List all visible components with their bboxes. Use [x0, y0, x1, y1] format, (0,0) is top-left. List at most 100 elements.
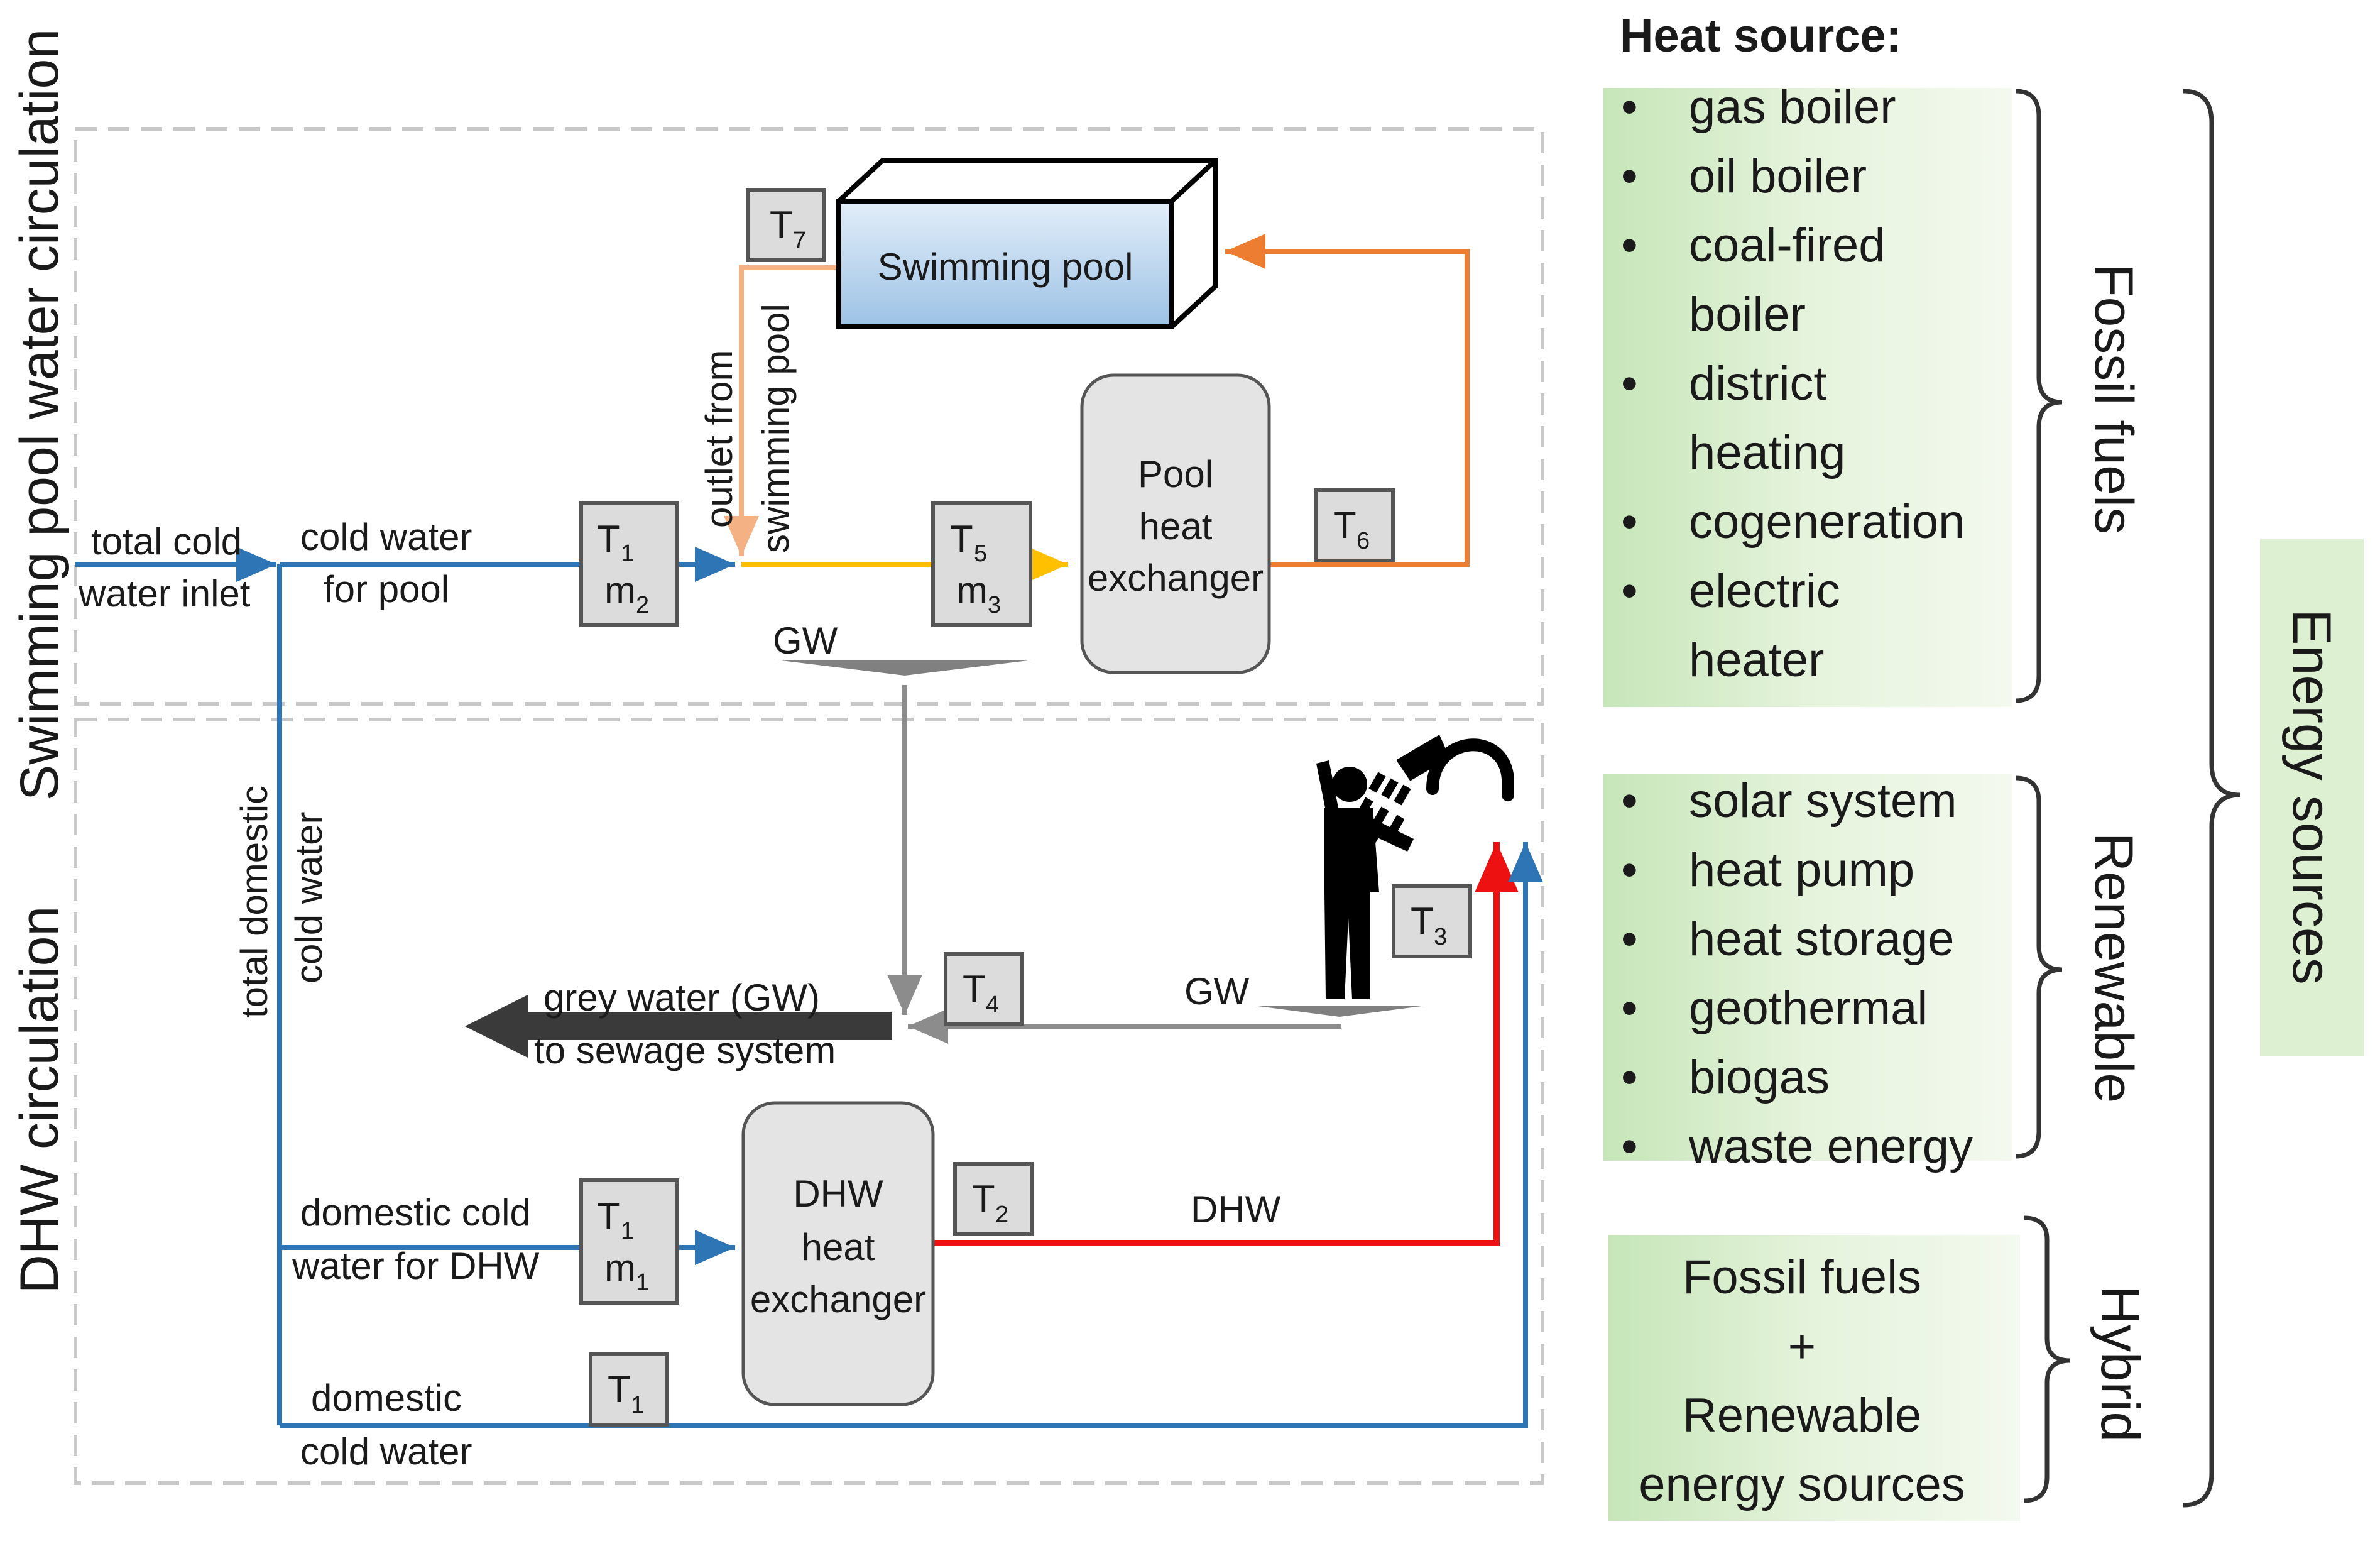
sewage-arrow-head: [465, 995, 528, 1058]
renewable-bullet-4: •: [1621, 1051, 1638, 1104]
fossil-bullet-1: •: [1621, 150, 1638, 203]
svg-text:2: 2: [636, 592, 649, 618]
pool-hot-pipe: [1225, 234, 1470, 567]
svg-text:1: 1: [631, 1392, 644, 1418]
renewable-bullet-5: •: [1621, 1120, 1638, 1173]
sensor-t1-domestic: T 1: [589, 1352, 669, 1427]
sensor-t4: T 4: [944, 952, 1024, 1026]
svg-text:1: 1: [621, 540, 634, 567]
energy-sources-label: Energy sources: [2281, 609, 2342, 985]
dhw-hx-line-2: heat: [802, 1226, 875, 1268]
renewable-brace: [2015, 776, 2063, 1159]
domestic-cold-label-1: domestic: [311, 1377, 462, 1419]
dhw-hx-line-1: DHW: [793, 1173, 883, 1215]
svg-text:6: 6: [1356, 528, 1370, 554]
hybrid-box: [1608, 1235, 2020, 1521]
total-cold-inlet-label-2: water inlet: [78, 573, 251, 615]
pool-section-frame: [74, 127, 1544, 706]
gw-shower-collector: [1253, 1006, 1426, 1017]
renewable-item-5: waste energy: [1688, 1120, 1973, 1173]
fossil-brace: [2015, 89, 2063, 703]
shower-person-icon: [1316, 735, 1514, 999]
fossil-item-1: oil boiler: [1689, 150, 1867, 203]
renewable-item-4: biogas: [1689, 1051, 1830, 1104]
sensor-t7: T 7: [746, 188, 826, 262]
renewable-bullet-1: •: [1621, 843, 1638, 897]
fossil-item-8: heater: [1689, 633, 1825, 687]
svg-text:T: T: [597, 1195, 620, 1237]
hybrid-line-1: Fossil fuels: [1683, 1251, 1921, 1304]
svg-text:T: T: [597, 518, 620, 560]
outlet-pool-label-1: outlet from: [698, 350, 740, 528]
renewable-item-2: heat storage: [1689, 913, 1955, 966]
hybrid-brace-label: Hybrid: [2090, 1286, 2150, 1442]
outlet-pool-label-2: swimming pool: [755, 304, 797, 553]
dhw-heat-exchanger: [741, 1101, 935, 1406]
svg-text:1: 1: [636, 1269, 649, 1296]
sensor-t6: T 6: [1314, 488, 1395, 562]
dhw-section-label: DHW circulation: [9, 906, 70, 1293]
pool-outlet-pipe: [724, 265, 839, 556]
dhw-pipe: [933, 842, 1519, 1246]
hybrid-line-2: +: [1788, 1320, 1816, 1373]
fossil-bullet-2: •: [1621, 219, 1638, 272]
cold-water-pool-label-1: cold water: [300, 516, 472, 558]
grey-water-label-1: grey water (GW): [543, 977, 820, 1019]
hybrid-brace: [2024, 1215, 2071, 1503]
svg-text:m: m: [604, 1247, 636, 1289]
svg-text:T: T: [608, 1368, 631, 1410]
renewable-bullet-2: •: [1621, 913, 1638, 966]
fossil-box: [1603, 88, 2012, 707]
total-domestic-cold-label-2: cold water: [288, 812, 330, 984]
swimming-pool: Swimming pool: [836, 158, 1218, 329]
fossil-bullet-4: •: [1621, 357, 1638, 410]
heat-source-title: Heat source:: [1620, 9, 1901, 62]
gw-pool-collector: [776, 660, 1034, 676]
fossil-item-6: cogeneration: [1689, 495, 1965, 549]
fossil-item-7: electric: [1689, 564, 1840, 618]
svg-text:2: 2: [995, 1202, 1008, 1228]
sensor-t3: T 3: [1392, 884, 1472, 958]
renewable-item-1: heat pump: [1689, 843, 1914, 897]
fossil-list: • gas boiler • oil boiler • coal-fired boiler •…: [1621, 80, 1965, 687]
fossil-item-4: district: [1689, 357, 1827, 410]
sensor-t1-m2: T 1 m 2: [579, 501, 679, 627]
pool-section-label: Swimming pool water circulation: [9, 29, 70, 801]
dhw-hx-line-3: exchanger: [750, 1278, 926, 1320]
fossil-brace-label: Fossil fuels: [2083, 264, 2144, 534]
sensor-t1-m1: T 1 m 1: [579, 1178, 679, 1305]
domestic-cold-dhw-label-1: domestic cold: [300, 1192, 531, 1234]
fossil-item-3: boiler: [1689, 288, 1806, 341]
sensor-t2: T 2: [953, 1162, 1034, 1236]
gw-pool-label: GW: [773, 620, 838, 662]
svg-text:T: T: [770, 204, 793, 246]
svg-text:T: T: [972, 1178, 995, 1220]
domestic-cold-dhw-label-2: water for DHW: [292, 1245, 540, 1287]
dhw-section-frame: [74, 718, 1544, 1485]
pool-hx-line-3: exchanger: [1088, 557, 1264, 599]
fossil-item-0: gas boiler: [1689, 80, 1896, 134]
pool-hx-line-1: Pool: [1138, 453, 1213, 495]
energy-sources-brace: [2183, 89, 2241, 1508]
renewable-item-0: solar system: [1689, 774, 1957, 828]
sensor-t5-m3: T 5 m 3: [931, 501, 1032, 627]
fossil-bullet-0: •: [1621, 80, 1638, 134]
svg-text:m: m: [604, 569, 636, 611]
svg-text:T: T: [1411, 900, 1434, 942]
gw-shower-label: GW: [1184, 970, 1250, 1012]
svg-text:4: 4: [986, 992, 999, 1018]
swimming-pool-label: Swimming pool: [878, 246, 1133, 288]
svg-text:T: T: [963, 968, 986, 1010]
hybrid-line-3: Renewable: [1683, 1389, 1921, 1442]
total-domestic-cold-label-1: total domestic: [233, 786, 275, 1018]
svg-text:7: 7: [793, 227, 806, 254]
hybrid-line-4: energy sources: [1639, 1458, 1965, 1511]
fossil-bullet-6: •: [1621, 495, 1638, 549]
fossil-bullet-7: •: [1621, 564, 1638, 618]
total-cold-inlet-label-1: total cold: [91, 520, 242, 562]
svg-text:T: T: [1333, 504, 1356, 546]
svg-text:T: T: [950, 518, 973, 560]
fossil-item-2: coal-fired: [1689, 219, 1886, 272]
grey-water-label-2: to sewage system: [534, 1029, 836, 1071]
